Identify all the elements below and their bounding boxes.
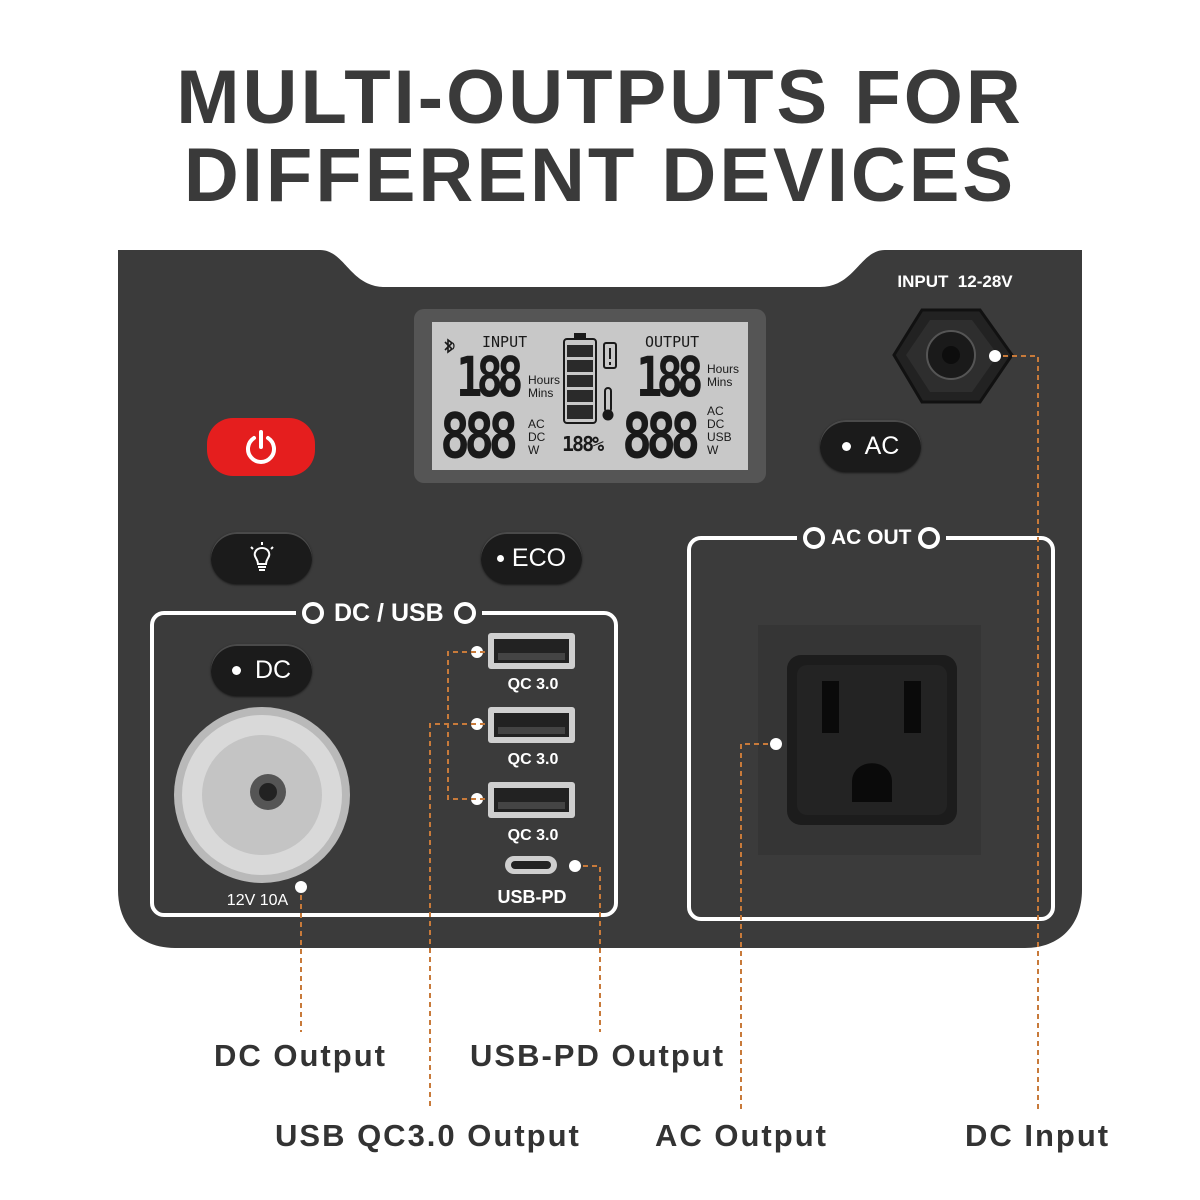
callout-dc-input: DC Input <box>965 1118 1111 1153</box>
callout-usb-pd-output: USB-PD Output <box>470 1038 726 1073</box>
lcd-output-time-units: Hours Mins <box>707 362 740 389</box>
lcd-output-time: 188 <box>636 346 704 410</box>
ac-out-ring-left <box>803 527 825 549</box>
ac-ground-slot <box>852 763 892 802</box>
usb-port-label-3: QC 3.0 <box>507 827 559 844</box>
eco-button-label: ECO <box>511 543 567 572</box>
bulb-icon <box>249 542 274 571</box>
light-button[interactable] <box>211 532 312 584</box>
lcd-percent: 188% <box>562 432 604 456</box>
lcd-input-time: 188 <box>456 346 524 410</box>
lcd-output-value: 888 <box>622 400 700 473</box>
ac-button[interactable]: AC <box>820 420 921 472</box>
ac-out-ring-right <box>917 527 940 549</box>
thermometer-icon <box>602 387 614 421</box>
dc-usb-ring-right <box>453 602 476 624</box>
ac-indicator <box>841 441 851 451</box>
lcd-input-value: 888 <box>440 400 518 473</box>
usb-a-port-1 <box>488 633 575 669</box>
power-icon <box>246 430 276 464</box>
lcd-output-units: AC DC USB W <box>707 404 732 457</box>
warning-icon <box>603 342 617 369</box>
ac-slot-left <box>822 681 839 733</box>
dc-usb-label: DC / USB <box>296 596 482 630</box>
ac-button-label: AC <box>864 431 900 460</box>
callout-ac-output: AC Output <box>655 1118 828 1153</box>
ac-out-label: AC OUT <box>797 521 946 555</box>
lcd-input-units: AC DC W <box>528 417 546 457</box>
battery-icon <box>563 333 597 424</box>
dc-rating-label: 12V 10A <box>226 892 289 909</box>
ac-slot-right <box>904 681 921 733</box>
dc-button[interactable]: DC <box>211 644 312 696</box>
dc-indicator <box>231 665 241 675</box>
power-button[interactable] <box>207 418 315 476</box>
usb-port-label-1: QC 3.0 <box>507 676 559 693</box>
dc-usb-ring-left <box>302 602 324 624</box>
dc-input-label: INPUT 12-28V <box>897 272 1013 291</box>
lcd-input-time-units: Hours Mins <box>528 373 561 400</box>
headline-line-2: DIFFERENT DEVICES <box>183 133 1017 218</box>
dc-button-label: DC <box>254 655 292 684</box>
lcd-input-title: INPUT <box>482 333 528 351</box>
ac-out-label-text: AC OUT <box>831 526 912 549</box>
usb-a-port-3 <box>488 782 575 818</box>
eco-indicator <box>496 554 504 562</box>
usb-pd-label: USB-PD <box>497 887 567 907</box>
usb-port-label-2: QC 3.0 <box>507 751 559 768</box>
leader-lines <box>300 355 1039 1110</box>
bluetooth-icon <box>444 338 455 354</box>
usb-a-port-2 <box>488 707 575 743</box>
eco-button[interactable]: ECO <box>481 532 582 584</box>
dc-usb-label-text: DC / USB <box>334 598 444 627</box>
headline-line-1: MULTI-OUTPUTS FOR <box>176 55 1024 140</box>
callout-dc-output: DC Output <box>214 1038 387 1073</box>
lcd-output-title: OUTPUT <box>645 333 700 351</box>
callout-usb-qc-output: USB QC3.0 Output <box>275 1118 581 1153</box>
